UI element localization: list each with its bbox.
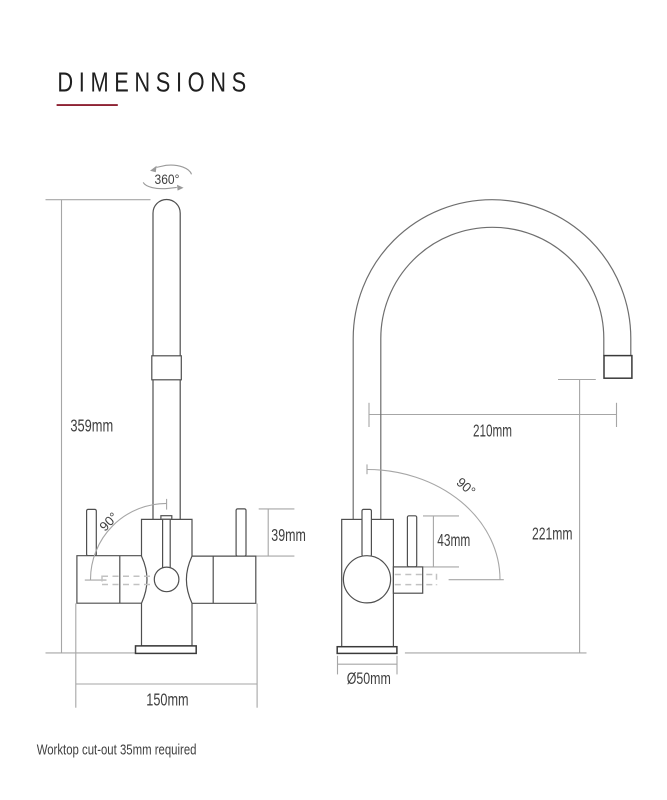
svg-text:43mm: 43mm xyxy=(437,530,470,550)
svg-text:359mm: 359mm xyxy=(70,415,113,435)
svg-text:360°: 360° xyxy=(155,172,180,187)
svg-text:210mm: 210mm xyxy=(473,420,512,440)
svg-text:150mm: 150mm xyxy=(146,689,188,709)
svg-text:Ø50mm: Ø50mm xyxy=(347,670,391,688)
svg-text:DIMENSIONS: DIMENSIONS xyxy=(57,67,251,98)
svg-text:Worktop cut-out 35mm required: Worktop cut-out 35mm required xyxy=(37,742,197,758)
svg-text:39mm: 39mm xyxy=(271,525,306,545)
svg-text:221mm: 221mm xyxy=(532,523,573,543)
